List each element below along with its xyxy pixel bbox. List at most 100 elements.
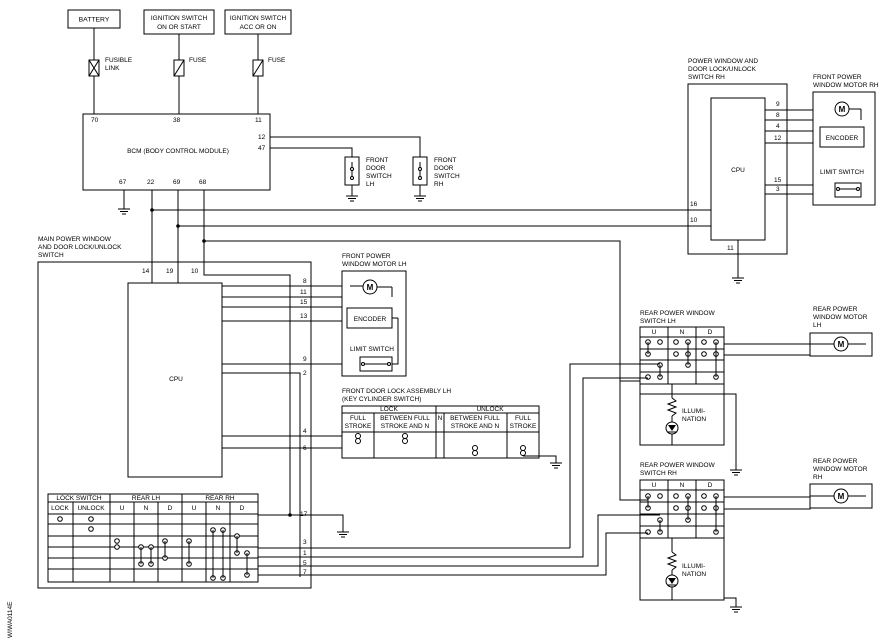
front-door-switch-rh <box>412 156 428 202</box>
main-switch-title-2: AND DOOR LOCK/UNLOCK <box>38 244 122 251</box>
motor-rh-m-label: M <box>839 105 846 114</box>
front-door-switch-lh <box>344 156 360 202</box>
motor-rh-title-1: FRONT POWER <box>813 74 862 81</box>
rear-lh-header: REAR LH <box>132 495 160 502</box>
rear-motor-rh-title-1: REAR POWER <box>813 458 858 465</box>
motor-lh-title-2: WINDOW MOTOR LH <box>342 261 407 268</box>
rh-switch-box: CPU 9 8 4 12 15 3 16 10 11 <box>687 83 788 255</box>
rear-lh-u-header: U <box>120 505 125 512</box>
bcm-label: BCM (BODY CONTROL MODULE) <box>127 148 229 155</box>
rear-lh-n-header: N <box>144 505 149 512</box>
door-lock-between-1b: STROKE AND N <box>381 423 430 430</box>
ignition-switch-on-box: IGNITION SWITCH ON OR START <box>143 9 215 35</box>
ign-label-1: IGNITION SWITCH <box>151 15 208 22</box>
rear-rh-header: REAR RH <box>205 495 235 502</box>
motor-lh-m-label: M <box>367 283 374 292</box>
fuse-symbol-1 <box>173 59 185 77</box>
main-pin-9: 9 <box>303 356 307 363</box>
bcm-pin-67: 67 <box>119 179 127 186</box>
motor-lh-limit-label: LIMIT SWITCH <box>350 346 394 353</box>
motor-rh-limit-label: LIMIT SWITCH <box>820 169 864 176</box>
main-pin-1: 1 <box>303 550 307 557</box>
fusible-link-label-2: LINK <box>105 65 120 72</box>
main-switch-title-1: MAIN POWER WINDOW <box>38 236 112 243</box>
motor-rh-encoder-label: ENCODER <box>826 135 859 142</box>
rear-motor-lh-title-1: REAR POWER <box>813 306 858 313</box>
rh-switch-title-1: POWER WINDOW AND <box>688 58 758 65</box>
rh-switch-pin-12: 12 <box>774 135 782 142</box>
front-motor-rh-box: M ENCODER LIMIT SWITCH <box>812 91 876 206</box>
rear-lh-d-header: D <box>168 505 173 512</box>
main-pin-2: 2 <box>303 370 307 377</box>
door-lock-unlock-header: UNLOCK <box>476 406 504 413</box>
bcm-pin-22: 22 <box>147 179 155 186</box>
rear-switch-lh-box: U N D ILLUMI- NATION <box>639 326 725 446</box>
lock-rear-switch-table: LOCK SWITCH REAR LH REAR RH LOCK UNLOCK … <box>47 493 290 583</box>
motor-lh-encoder-label: ENCODER <box>354 316 387 323</box>
fuse-label-1: FUSE <box>189 57 207 64</box>
rh-switch-pin-11: 11 <box>727 245 734 252</box>
rear-rh-u-header: U <box>192 505 197 512</box>
rear-lh-title-2: SWITCH LH <box>640 318 676 325</box>
main-pin-14: 14 <box>142 268 150 275</box>
rear-motor-lh-title-3: LH <box>813 322 822 329</box>
ign-label-2: ON OR START <box>157 24 201 31</box>
door-lock-full-2: FULL <box>515 415 531 422</box>
main-pin-15: 15 <box>300 299 308 306</box>
fusible-link-symbol <box>88 59 100 77</box>
rear-motor-lh-box: M <box>809 332 873 357</box>
unlock-col-header: UNLOCK <box>77 505 105 512</box>
rear-motor-rh-box: M <box>809 483 873 509</box>
rear-motor-rh-m-label: M <box>838 492 845 501</box>
battery-box: BATTERY <box>67 9 121 29</box>
motor-lh-title-1: FRONT POWER <box>342 253 391 260</box>
motor-rh-title-2: WINDOW MOTOR RH <box>813 82 879 89</box>
door-lock-stroke-1: STROKE <box>345 423 372 430</box>
main-pin-11: 11 <box>300 289 307 296</box>
bcm-pin-47: 47 <box>258 145 266 152</box>
rear-lh-n: N <box>680 329 685 336</box>
fuse-label-2: FUSE <box>268 57 286 64</box>
rear-motor-rh-title-2: WINDOW MOTOR <box>813 466 868 473</box>
main-pin-10: 10 <box>191 268 199 275</box>
door-switch-lh-label-4: LH <box>366 181 375 188</box>
diagram-code: WIWA0114E <box>7 601 14 638</box>
rear-motor-rh-title-3: RH <box>813 474 823 481</box>
rh-switch-pin-15: 15 <box>774 177 782 184</box>
rear-lh-illum-2: NATION <box>682 416 706 423</box>
rh-switch-pin-3: 3 <box>776 186 780 193</box>
rear-rh-n-header: N <box>216 505 221 512</box>
rear-rh-d: D <box>708 482 713 489</box>
rear-rh-illum-1: ILLUMI- <box>682 563 705 570</box>
door-lock-between-1a: BETWEEN FULL <box>380 415 430 422</box>
main-pin-7: 7 <box>303 569 307 576</box>
rear-lh-u: U <box>652 329 657 336</box>
bcm-pin-12: 12 <box>258 134 266 141</box>
door-lock-title-1: FRONT DOOR LOCK ASSEMBLY LH <box>342 388 451 395</box>
rear-rh-u: U <box>652 482 657 489</box>
bcm-pin-38: 38 <box>173 117 181 124</box>
rear-switch-rh-box: U N D ILLUMI- NATION <box>639 479 725 601</box>
main-pin-19: 19 <box>166 268 174 275</box>
rh-switch-pin-9: 9 <box>776 101 780 108</box>
lock-switch-header: LOCK SWITCH <box>56 495 101 502</box>
rear-rh-title-2: SWITCH RH <box>640 470 677 477</box>
fusible-link-label-1: FUSIBLE <box>105 57 133 64</box>
door-lock-stroke-2: STROKE <box>510 423 537 430</box>
lock-col-header: LOCK <box>51 505 69 512</box>
door-switch-lh-label-3: SWITCH <box>366 173 392 180</box>
bcm-box: BCM (BODY CONTROL MODULE) 70 38 11 12 47… <box>82 113 271 191</box>
rh-switch-title-2: DOOR LOCK/UNLOCK <box>688 66 757 73</box>
door-lock-between-2b: STROKE AND N <box>451 423 500 430</box>
acc-label-2: ACC OR ON <box>240 24 277 31</box>
rear-rh-n: N <box>680 482 685 489</box>
rear-motor-lh-title-2: WINDOW MOTOR <box>813 314 868 321</box>
rear-rh-illum-2: NATION <box>682 571 706 578</box>
fuse-symbol-2 <box>252 59 264 77</box>
door-switch-lh-label-1: FRONT <box>366 157 388 164</box>
rh-switch-pin-10: 10 <box>690 217 698 224</box>
rh-switch-pin-8: 8 <box>776 112 780 119</box>
ignition-switch-acc-box: IGNITION SWITCH ACC OR ON <box>224 9 292 35</box>
door-lock-table: LOCK UNLOCK FULL STROKE BETWEEN FULL STR… <box>341 405 540 459</box>
